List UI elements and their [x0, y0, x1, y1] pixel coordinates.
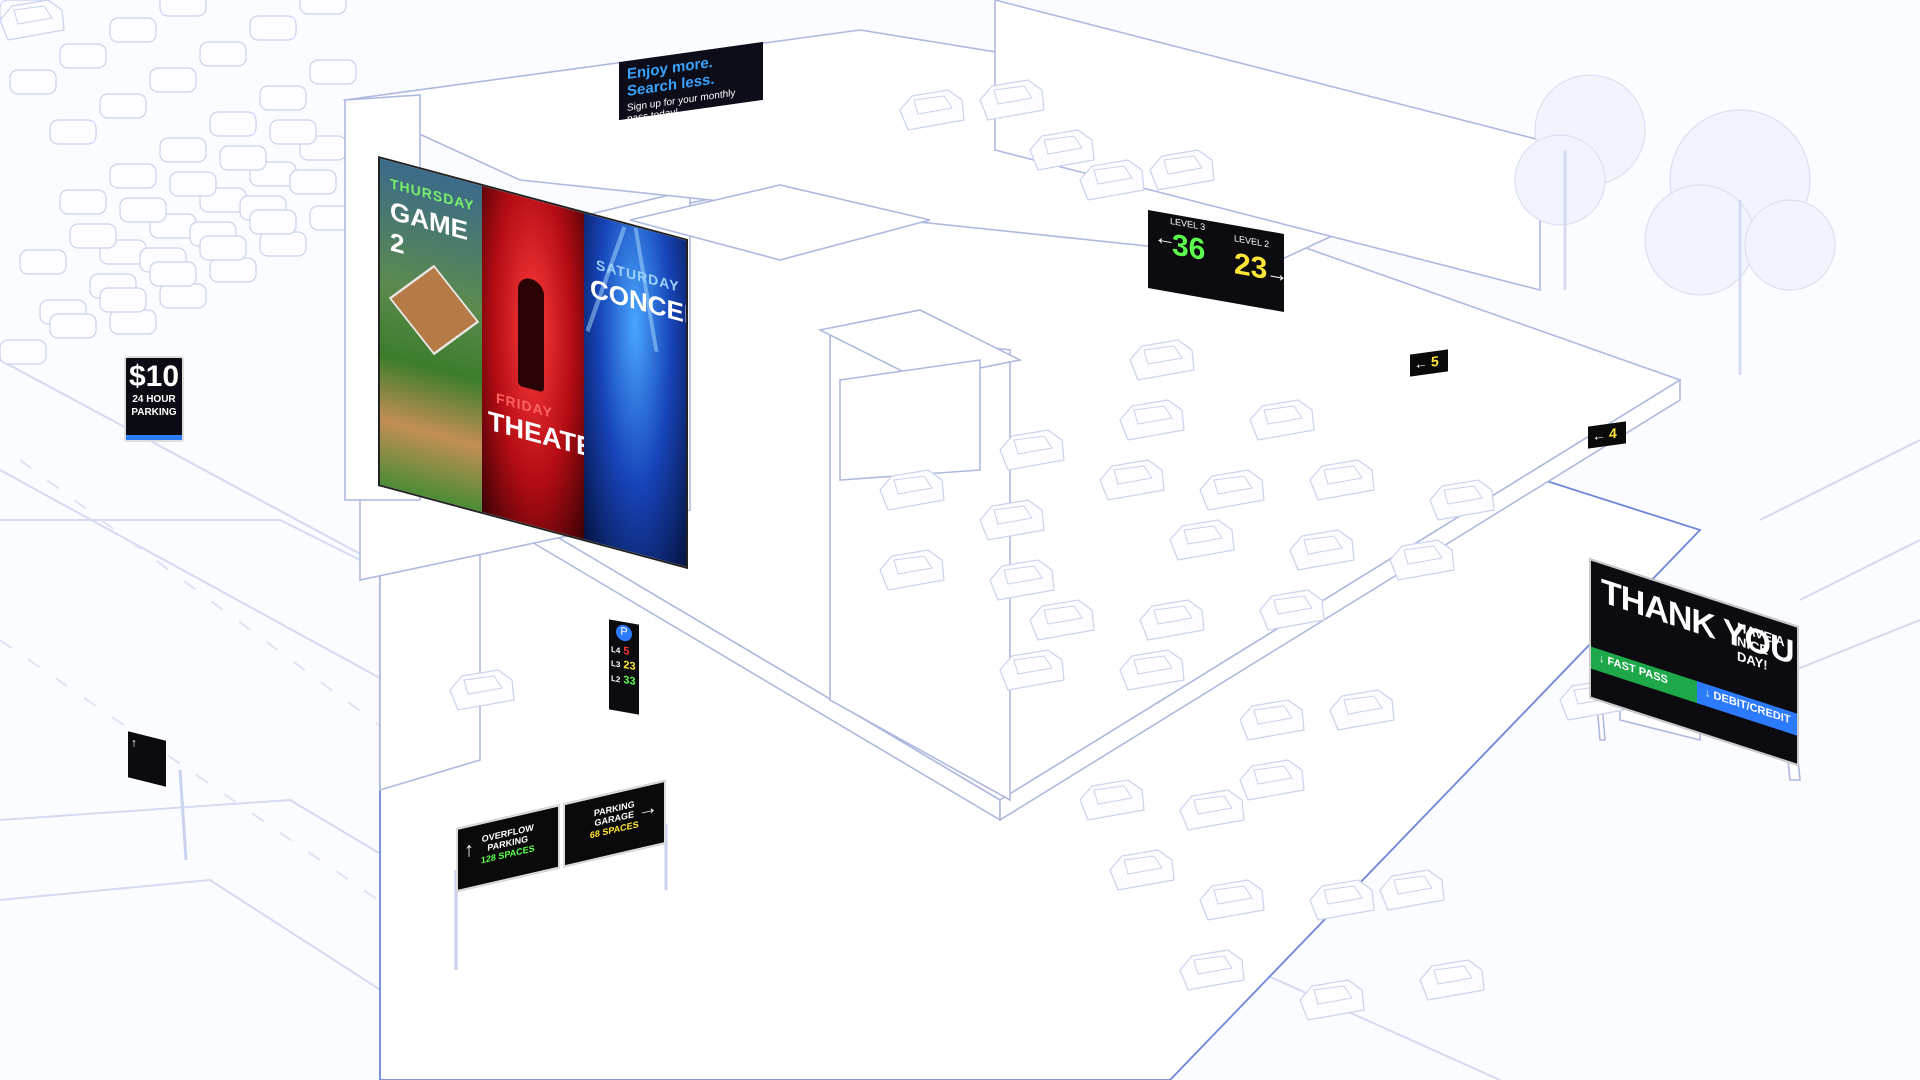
rate-sign: $10 24 HOUR PARKING — [124, 356, 184, 442]
parking-p-icon: P — [616, 623, 632, 643]
arrow-left-icon: ← — [1592, 426, 1606, 445]
street-sign-arrow-icon: ↑ — [131, 735, 137, 751]
performer-silhouette-icon — [518, 275, 544, 393]
billboard-panel-concert: SATURDAY CONCERT — [584, 213, 686, 567]
row-count: 5 — [1431, 352, 1439, 370]
arrow-left-icon: ← — [1414, 354, 1428, 373]
thanks-subtitle: HAVE A NICE DAY! — [1737, 619, 1785, 673]
arrow-right-icon: → — [638, 795, 658, 823]
street-directional-sign: ↑ — [128, 731, 166, 787]
level-label: LEVEL 2 — [1234, 233, 1270, 250]
level-count: 23 — [1234, 247, 1268, 287]
row-count: 4 — [1609, 424, 1617, 442]
rate-label-2: PARKING — [131, 407, 177, 418]
rate-accent-bar — [126, 435, 182, 440]
level-count: 36 — [1172, 228, 1206, 268]
availability-sign: P L4 5 L3 23 L2 33 — [609, 619, 639, 715]
rate-label-1: 24 HOUR — [132, 394, 176, 405]
billboard-panel-game: THURSDAY GAME 2 — [380, 158, 482, 512]
arrow-up-icon: ↑ — [464, 838, 474, 863]
fast-pass-lane: ↓ FAST PASS — [1591, 646, 1697, 704]
tree-left — [1514, 74, 1646, 290]
rate-price: $10 — [128, 360, 180, 393]
debit-credit-lane: ↓ DEBIT/CREDIT — [1697, 681, 1799, 737]
baseball-diamond-icon — [388, 264, 480, 356]
arrow-right-icon: → — [1266, 258, 1288, 288]
billboard-panel-theater: FRIDAY THEATER — [482, 185, 584, 540]
garage-cars — [0, 0, 1625, 1021]
tree-right — [1644, 109, 1836, 375]
